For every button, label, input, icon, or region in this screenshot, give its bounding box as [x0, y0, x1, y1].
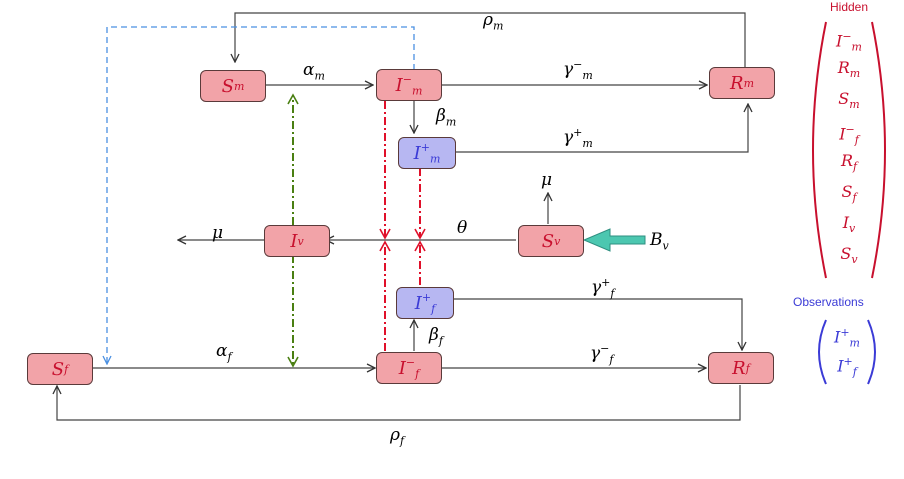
node-if-plus: I+f: [396, 287, 454, 319]
legend-hidden-item: I−m: [836, 30, 862, 54]
label-gamma-m-minus: γ−m: [563, 58, 593, 83]
legend-observation-item: I+f: [837, 355, 857, 379]
legend-hidden-item: Sm: [838, 89, 860, 112]
hidden-paren-right: [871, 21, 886, 279]
legend-observations-title: Observations: [793, 295, 864, 309]
legend-hidden-item: Rm: [837, 58, 861, 81]
node-im-minus: I−m: [376, 69, 442, 101]
label-beta-f: βf: [429, 325, 443, 348]
legend-hidden-item: Sv: [840, 244, 858, 267]
label-alpha-m: αm: [303, 60, 325, 83]
label-rho-m: ρm: [483, 10, 504, 33]
label-rho-f: ρf: [390, 425, 405, 448]
legend-observation-item: I+m: [834, 326, 860, 350]
edge-ifplus-rf: [454, 298, 742, 350]
label-mu-left: μ: [212, 223, 224, 243]
legend-hidden-item: Rf: [840, 151, 858, 174]
legend-hidden-item: I−f: [839, 123, 859, 147]
label-beta-m: βm: [436, 106, 457, 129]
obs-paren-left: [818, 319, 827, 385]
label-mu-top: μ: [541, 170, 553, 190]
label-theta: θ: [457, 218, 468, 238]
edge-rm-sm: [235, 12, 746, 70]
label-gamma-m-plus: γ+m: [563, 126, 593, 151]
edge-blue-dashed: [107, 26, 415, 364]
edge-rf-sf: [57, 385, 741, 421]
node-im-plus: I+m: [398, 137, 456, 169]
legend-hidden-item: Iv: [842, 213, 856, 236]
node-if-minus: I−f: [376, 352, 442, 384]
hidden-paren-left: [812, 21, 827, 279]
edge-implus-rm: [455, 104, 748, 153]
obs-paren-right: [867, 319, 876, 385]
label-gamma-f-minus: γ−f: [590, 342, 614, 367]
legend-hidden-item: Sf: [841, 182, 857, 205]
label-alpha-f: αf: [216, 341, 232, 364]
legend-hidden-title: Hidden: [830, 0, 869, 14]
inflow-arrow-bv: [582, 228, 646, 252]
label-gamma-f-plus: γ+f: [591, 276, 615, 301]
label-b-v: Bv: [650, 230, 669, 253]
